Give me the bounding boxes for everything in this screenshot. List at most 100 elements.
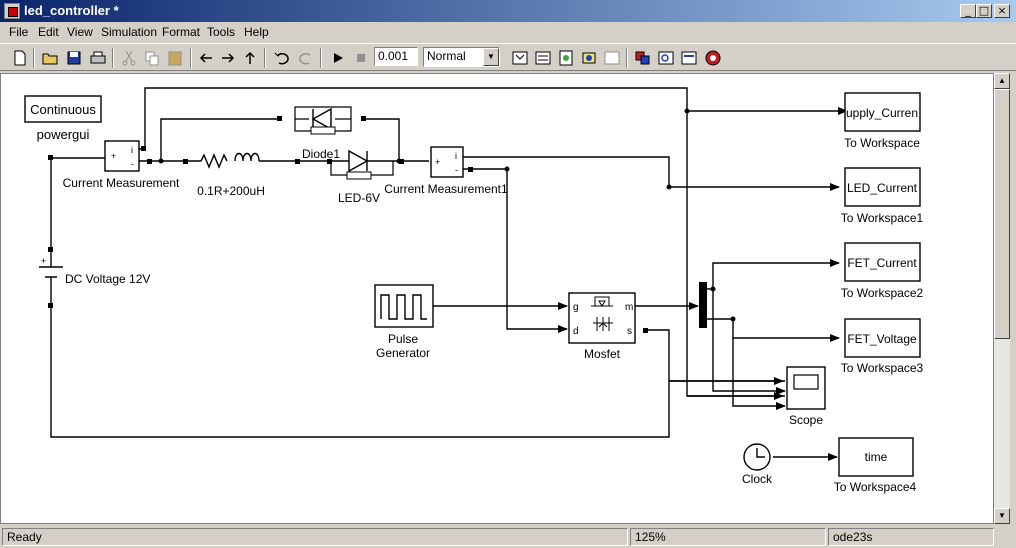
menu-help[interactable]: Help [244, 25, 269, 39]
powergui-label: powergui [37, 127, 90, 142]
to-workspace2-var: FET_Current [847, 256, 917, 270]
start-simulation-icon[interactable] [328, 48, 348, 68]
to-workspace-supply-var: upply_Curren [846, 106, 918, 120]
to-workspace4-var: time [865, 450, 888, 464]
pulse-generator-label-1: Pulse [388, 332, 418, 346]
to-workspace3-label: To Workspace3 [841, 361, 924, 375]
print-icon[interactable] [88, 48, 108, 68]
up-arrow-icon[interactable] [240, 48, 260, 68]
demux-block[interactable] [699, 282, 707, 328]
port-g: g [573, 302, 579, 313]
copy-icon[interactable] [142, 48, 162, 68]
port-m: m [625, 302, 633, 313]
led-block[interactable]: LED-6V [330, 149, 394, 205]
to-workspace2-block[interactable]: FET_Current To Workspace2 [841, 242, 924, 300]
menu-file[interactable]: File [9, 25, 29, 39]
paste-icon[interactable] [165, 48, 185, 68]
scroll-up-icon[interactable]: ▲ [994, 73, 1010, 89]
build-icon[interactable] [510, 48, 530, 68]
maximize-button[interactable]: □ [976, 4, 992, 18]
scope-block[interactable]: Scope [786, 366, 826, 427]
clock-label: Clock [742, 472, 773, 486]
stop-time-input[interactable]: 0.001 [374, 47, 418, 66]
minimize-button[interactable]: _ [960, 4, 976, 18]
dc-voltage-label: DC Voltage 12V [65, 272, 150, 286]
toolbar [0, 43, 1016, 71]
port-i: i [131, 145, 133, 155]
to-workspace3-block[interactable]: FET_Voltage To Workspace3 [841, 318, 924, 375]
scope-label: Scope [789, 413, 823, 427]
to-workspace-supply-label: To Workspace [844, 136, 920, 150]
clock-block[interactable]: Clock [742, 443, 773, 486]
to-workspace-supply-block[interactable]: upply_Curren To Workspace [844, 92, 921, 150]
powergui-box-text: Continuous [30, 102, 96, 117]
scroll-thumb[interactable] [994, 89, 1010, 339]
zoom-level: 125% [630, 528, 826, 546]
diode-label: Diode1 [302, 147, 340, 161]
undo-icon[interactable] [272, 48, 292, 68]
mosfet-label: Mosfet [584, 347, 621, 361]
stop-simulation-icon[interactable] [351, 48, 371, 68]
current-measurement-label: Current Measurement [63, 176, 180, 190]
pulse-generator-block[interactable]: Pulse Generator [374, 284, 434, 360]
scroll-down-icon[interactable]: ▼ [994, 508, 1010, 524]
save-icon[interactable] [64, 48, 84, 68]
diode-block[interactable]: Diode1 [294, 106, 352, 161]
dropdown-arrow-icon[interactable]: ▼ [483, 48, 499, 66]
new-model-icon[interactable] [10, 48, 30, 68]
vertical-scrollbar[interactable]: ▲ ▼ [994, 73, 1010, 524]
current-measurement1-block[interactable]: + i - Current Measurement1 [384, 146, 508, 196]
pulse-generator-label-2: Generator [376, 346, 430, 360]
simulation-mode-select[interactable]: Normal ▼ [423, 47, 500, 67]
help-target-icon[interactable] [703, 48, 723, 68]
model-explorer-icon[interactable] [579, 48, 599, 68]
menu-view[interactable]: View [67, 25, 93, 39]
rl-branch-label: 0.1R+200uH [197, 184, 265, 198]
find-icon[interactable] [656, 48, 676, 68]
to-workspace2-label: To Workspace2 [841, 286, 924, 300]
current-measurement1-label: Current Measurement1 [384, 182, 508, 196]
port-i: i [455, 151, 457, 161]
to-workspace1-block[interactable]: LED_Current To Workspace1 [841, 167, 924, 225]
update-diagram-icon[interactable] [533, 48, 553, 68]
close-button[interactable]: × [994, 4, 1010, 18]
model-advisor-icon[interactable] [633, 48, 653, 68]
menu-format[interactable]: Format [162, 25, 201, 39]
port-s: s [627, 326, 632, 337]
port-minus: - [455, 165, 458, 175]
title-bar: led_controller * _ □ × [0, 0, 1016, 22]
cut-icon[interactable] [119, 48, 139, 68]
block-diagram[interactable]: Continuous powergui + i - Current Measur… [1, 74, 995, 525]
mosfet-block[interactable]: g d m s Mosfet [568, 292, 636, 361]
powergui-block[interactable]: Continuous powergui [24, 95, 102, 142]
library-browser-icon[interactable] [556, 48, 576, 68]
port-d: d [573, 326, 579, 337]
model-canvas[interactable]: Continuous powergui + i - Current Measur… [0, 73, 994, 524]
redo-icon[interactable] [296, 48, 316, 68]
forward-arrow-icon[interactable] [218, 48, 238, 68]
to-workspace4-label: To Workspace4 [834, 480, 917, 494]
dc-voltage-block[interactable]: + DC Voltage 12V [39, 249, 150, 303]
menu-edit[interactable]: Edit [38, 25, 59, 39]
solver-name: ode23s [828, 528, 994, 546]
status-bar: Ready 125% ode23s [0, 526, 1016, 548]
port-plus: + [435, 157, 440, 167]
simulink-app-icon[interactable] [4, 3, 20, 19]
port-plus: + [111, 151, 116, 161]
to-workspace3-var: FET_Voltage [847, 332, 917, 346]
status-text: Ready [2, 528, 628, 546]
back-arrow-icon[interactable] [196, 48, 216, 68]
simulation-mode-value: Normal [427, 49, 466, 63]
debug-icon[interactable] [602, 48, 622, 68]
menu-simulation[interactable]: Simulation [101, 25, 158, 39]
rl-branch-block[interactable]: 0.1R+200uH [197, 152, 265, 199]
window-title: led_controller * [24, 3, 119, 18]
menu-tools[interactable]: Tools [207, 25, 236, 39]
to-workspace1-var: LED_Current [847, 181, 918, 195]
open-folder-icon[interactable] [40, 48, 60, 68]
led-label: LED-6V [338, 191, 380, 205]
to-workspace1-label: To Workspace1 [841, 211, 924, 225]
to-workspace4-block[interactable]: time To Workspace4 [834, 437, 917, 494]
current-measurement-block[interactable]: + i - Current Measurement [63, 140, 180, 190]
profiler-icon[interactable] [679, 48, 699, 68]
